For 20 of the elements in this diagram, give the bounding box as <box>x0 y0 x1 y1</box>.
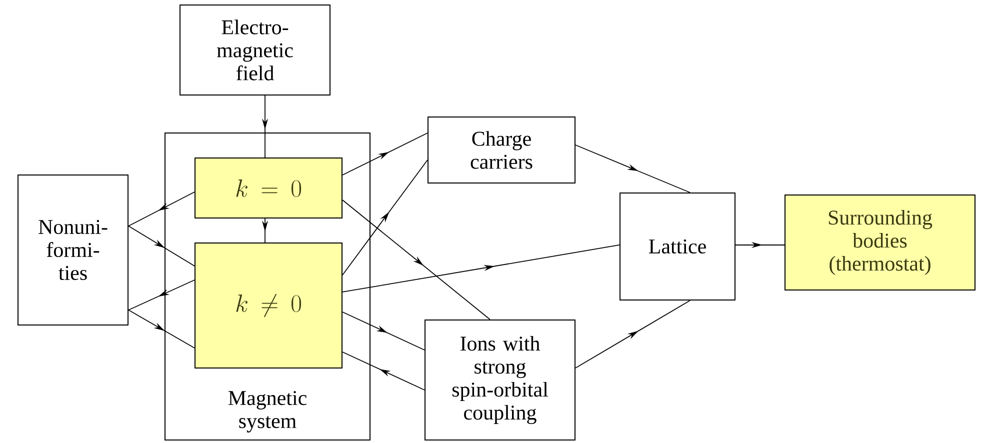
process-box: Lattice <box>620 192 736 300</box>
arrow <box>342 200 490 320</box>
arrow <box>342 244 620 292</box>
state-box: $k = 0$ <box>194 158 342 218</box>
process-box: Charge carriers <box>428 116 576 184</box>
arrow <box>342 132 428 176</box>
arrow <box>128 280 195 310</box>
arrow <box>342 352 425 390</box>
arrow <box>575 144 690 193</box>
process-box: Nonuni-formi-ties <box>18 174 128 326</box>
process-box: Ions with strong spin-orbital coupling <box>424 320 576 440</box>
arrow <box>128 192 195 226</box>
state-box: $k \neq 0$ <box>194 242 342 368</box>
process-box: Electro-magnetic field <box>180 4 330 96</box>
process-box: Surrounding bodies (thermostat) <box>784 194 976 290</box>
arrow <box>128 310 195 348</box>
arrow <box>575 300 690 368</box>
arrow <box>342 160 428 276</box>
arrow <box>342 312 425 350</box>
arrow <box>128 226 195 266</box>
